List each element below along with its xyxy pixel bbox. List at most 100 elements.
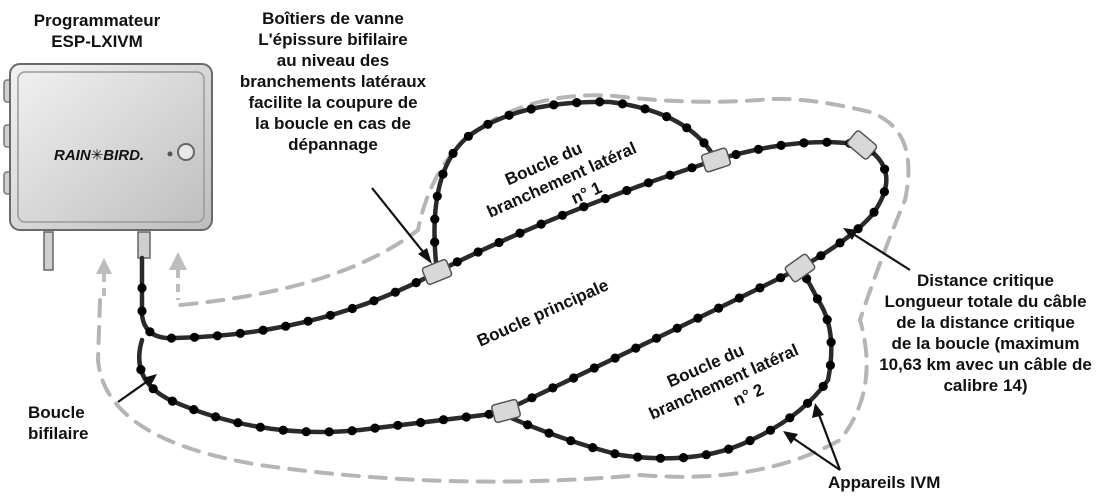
critical-distance-pointer xyxy=(849,231,911,271)
ivm-device-dot xyxy=(610,449,620,459)
ivm-device-dot xyxy=(879,187,890,197)
ivm-device-dot xyxy=(416,417,426,428)
ivm-device-dot xyxy=(776,140,786,150)
ivm-device-dot xyxy=(776,273,786,283)
ivm-device-dot xyxy=(835,238,845,248)
controller-face xyxy=(17,71,205,223)
ivm-device-dot xyxy=(595,97,605,107)
ivm-device-dot xyxy=(484,409,494,419)
ivm-device-dot xyxy=(610,353,620,363)
ivm-pointer-right xyxy=(816,411,842,471)
ivm-device-dot xyxy=(655,453,666,463)
arrow-up-icon xyxy=(96,258,112,274)
ivm-device-dot xyxy=(724,444,734,454)
ivm-device-dot xyxy=(370,423,380,433)
ivm-device-dot xyxy=(303,316,313,326)
ivm-device-dot xyxy=(753,144,764,154)
ivm-device-dot xyxy=(643,178,654,188)
arrow-head-icon xyxy=(783,431,798,444)
ivm-device-dot xyxy=(734,293,744,303)
ivm-device-dot xyxy=(255,422,265,432)
ivm-device-dot xyxy=(765,425,776,435)
ivm-device-dot xyxy=(463,131,473,141)
valve-boxes xyxy=(421,130,878,424)
ivm-device-dot xyxy=(211,412,221,422)
lateral-loop-1-label: Boucle du branchement latéral n° 1 xyxy=(475,116,653,241)
arrow-head-icon xyxy=(812,403,824,418)
valve-box-caption: Boîtiers de vanne L'épissure bifilaire a… xyxy=(239,9,427,154)
ivm-device-dot xyxy=(826,337,836,347)
ivm-device-dot xyxy=(137,283,147,293)
ivm-device-dot xyxy=(448,148,458,158)
ivm-device-dot xyxy=(816,251,826,261)
ivm-device-dot xyxy=(536,219,546,229)
ivm-device-dot xyxy=(589,363,599,373)
ivm-device-dot xyxy=(869,207,879,217)
controller-group: RAIN✳BIRD. xyxy=(3,63,213,271)
ivm-device-dot xyxy=(527,393,537,403)
ivm-device-dot xyxy=(812,294,823,304)
ivm-device-dots xyxy=(136,97,890,463)
ivm-device-dot xyxy=(438,169,448,179)
gray-arrows xyxy=(96,252,187,300)
ivm-device-dot xyxy=(631,343,641,353)
controller-body xyxy=(9,63,213,231)
ivm-device-dot xyxy=(549,100,559,110)
ivm-device-dot xyxy=(633,452,643,462)
ivm-pointer-left xyxy=(789,435,841,471)
ivm-device-dot xyxy=(617,99,628,109)
arrow-head-icon xyxy=(143,374,157,387)
ivm-device-dot xyxy=(544,428,554,438)
ivm-device-dot xyxy=(569,373,579,383)
ivm-device-dot xyxy=(324,427,334,437)
ivm-device-dot xyxy=(640,104,650,114)
ivm-device-dot xyxy=(432,191,442,201)
ivm-device-dot xyxy=(167,396,177,406)
ivm-device-dot xyxy=(166,333,177,343)
arrow-head-icon xyxy=(843,228,858,240)
ivm-device-dot xyxy=(714,303,724,313)
controller-conduit-right xyxy=(137,231,151,259)
ivm-device-dot xyxy=(258,325,268,335)
ivm-device-dot xyxy=(526,104,536,114)
callout-arrows xyxy=(117,187,911,471)
ivm-device-dot xyxy=(473,247,483,257)
ivm-device-dot xyxy=(678,453,689,463)
main-loop-label: Boucle principale xyxy=(474,275,611,350)
ivm-device-dot xyxy=(880,164,890,174)
ivm-device-dot xyxy=(515,228,525,238)
ivm-device-dot xyxy=(430,214,440,224)
ivm-device-dot xyxy=(699,138,709,148)
splice-box-1 xyxy=(421,258,453,286)
ivm-device-dot xyxy=(494,237,504,248)
ivm-devices-caption: Appareils IVM xyxy=(828,473,941,492)
ivm-device-dot xyxy=(347,426,357,436)
ivm-device-dot xyxy=(662,112,672,122)
controller-brand-logo: RAIN✳BIRD. xyxy=(54,147,144,164)
ivm-device-dot xyxy=(369,296,379,306)
ivm-device-dot xyxy=(588,443,598,453)
ivm-device-dot xyxy=(430,237,440,247)
ivm-device-dot xyxy=(755,283,765,293)
ivm-device-dot xyxy=(651,333,662,343)
ivm-device-dot xyxy=(325,310,335,320)
ivm-device-dot xyxy=(189,332,200,342)
ivm-device-dot xyxy=(390,287,400,297)
ivm-device-dot xyxy=(731,149,741,160)
ivm-device-dot xyxy=(393,420,403,430)
ivm-device-dot xyxy=(579,202,589,212)
ivm-device-dot xyxy=(281,321,291,331)
ivm-device-dot xyxy=(461,412,471,422)
critical-distance-caption: Distance critique Longueur totale du câb… xyxy=(879,271,1092,395)
ivm-device-dot xyxy=(825,360,836,370)
ivm-device-dot xyxy=(347,303,357,314)
ivm-device-dot xyxy=(483,119,493,129)
valve-box-pointer xyxy=(371,187,429,259)
lateral-loop-1-wire xyxy=(432,99,719,275)
ivm-device-dot xyxy=(818,381,828,391)
two-wire-loop-caption: Boucle bifilaire xyxy=(28,403,89,443)
ivm-device-dot xyxy=(504,110,514,120)
ivm-device-dot xyxy=(701,450,711,460)
